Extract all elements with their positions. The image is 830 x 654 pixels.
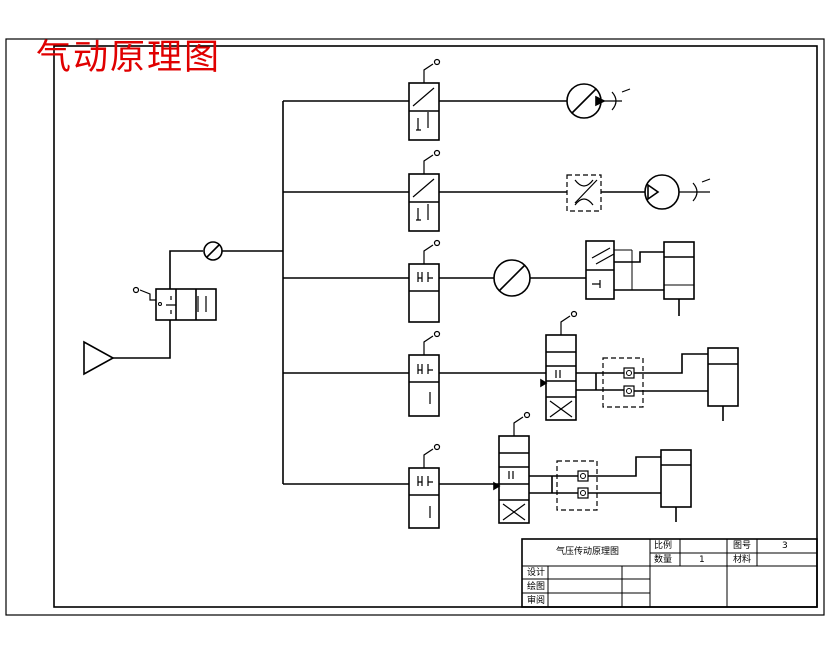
branch-3-cyl-line: [614, 251, 664, 291]
drawing-name: 气压传动原理图: [556, 547, 620, 557]
branch-2-throttle: [566, 174, 602, 212]
branch-3-cylinder: [663, 241, 695, 316]
branch-5-valve: [408, 443, 441, 529]
draw-label: 绘图: [527, 582, 546, 592]
material-label: 材料: [733, 555, 752, 565]
branch-4-cylinder: [707, 347, 739, 421]
inner-border: [53, 45, 818, 608]
design-label: 设计: [527, 568, 546, 578]
branch-5-valve-b: [493, 411, 531, 524]
branch-2-valve: [408, 149, 441, 232]
branch-5-cylinder: [660, 449, 692, 522]
pressure-gauge-main: [203, 241, 223, 261]
branch-4-link: [576, 372, 624, 391]
branch-5-check-valves: [556, 460, 598, 511]
title-block-grid: [521, 538, 818, 608]
main-valve-out-line: [169, 250, 203, 289]
drawing-no-label: 图号: [733, 541, 752, 551]
outer-border: [5, 38, 825, 616]
air-source-symbol: [83, 340, 115, 376]
diagram-title: 气动原理图: [36, 38, 222, 78]
branch-4-valve-b: [540, 310, 578, 421]
branch-1-valve: [408, 58, 441, 141]
branch-4-check-valves: [602, 357, 644, 408]
branch-5-link: [529, 475, 578, 494]
branch-5-cyl-line: [588, 456, 661, 494]
quantity-label: 数量: [654, 555, 673, 565]
branch-3-valve: [408, 239, 441, 323]
branch-4-valve: [408, 330, 441, 417]
branch-1-motor: [566, 83, 631, 119]
main-valve: [132, 286, 217, 321]
branch-4-cyl-line: [634, 353, 708, 392]
branch-3-gauge: [493, 259, 531, 297]
quantity-value: 1: [699, 555, 705, 565]
branch-2-motor: [644, 174, 711, 210]
drawing-no-value: 3: [782, 541, 788, 551]
review-label: 审阅: [527, 596, 546, 606]
scale-label: 比例: [654, 541, 673, 551]
supply-line: [113, 320, 171, 359]
